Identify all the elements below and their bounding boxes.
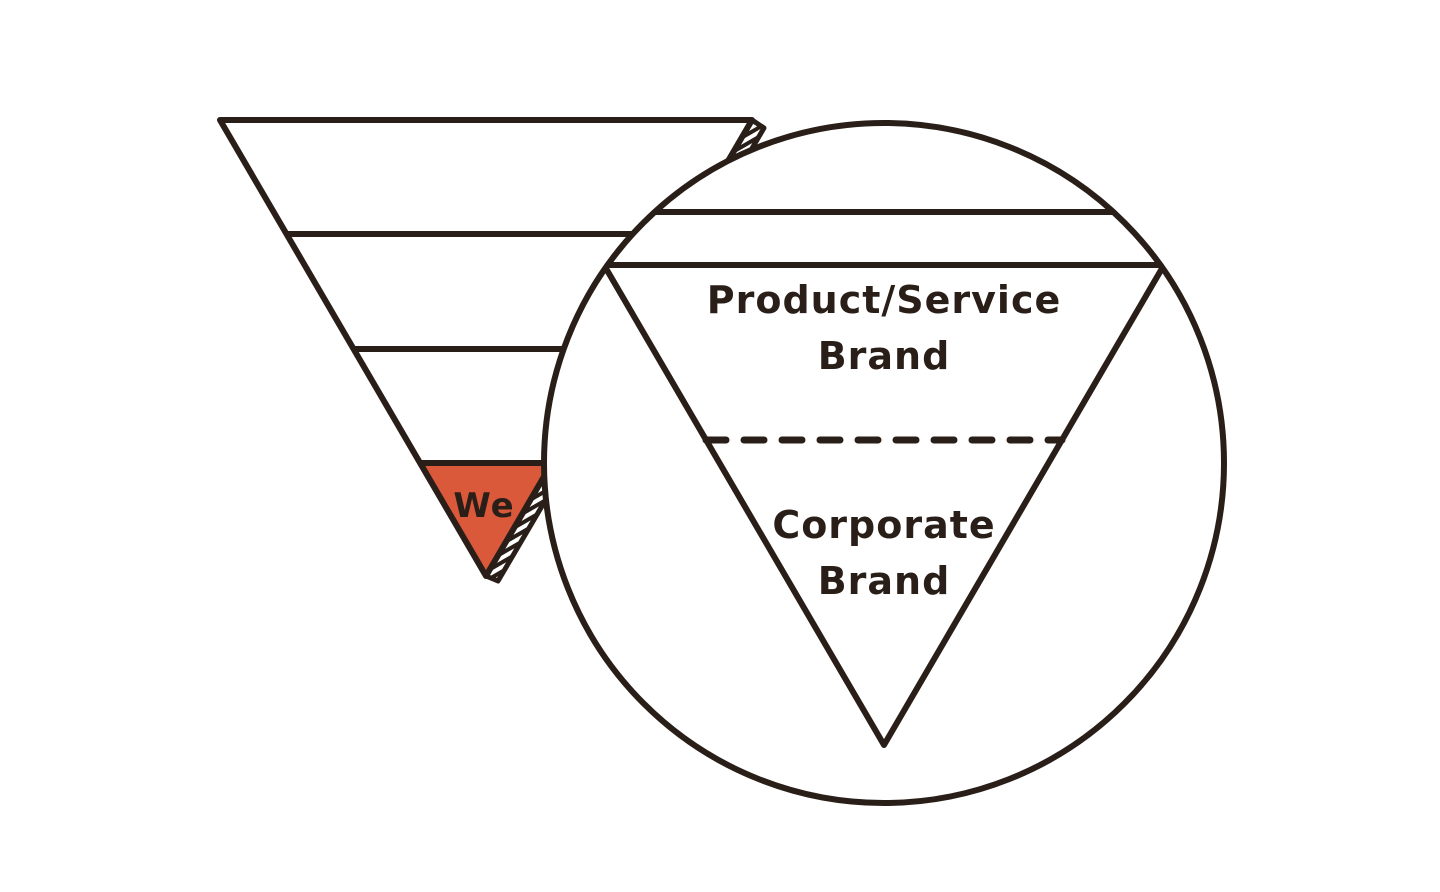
- product-service-label-line2: Brand: [818, 334, 951, 378]
- corporate-label-line2: Brand: [818, 559, 951, 603]
- funnel-tip-segment: [420, 463, 552, 576]
- funnel-tip-label: We: [453, 486, 514, 526]
- product-service-label-line1: Product/Service: [707, 278, 1062, 322]
- zoom-circle: [541, 120, 1227, 806]
- zoom-triangle: [601, 262, 1167, 748]
- corporate-label-line1: Corporate: [772, 503, 995, 547]
